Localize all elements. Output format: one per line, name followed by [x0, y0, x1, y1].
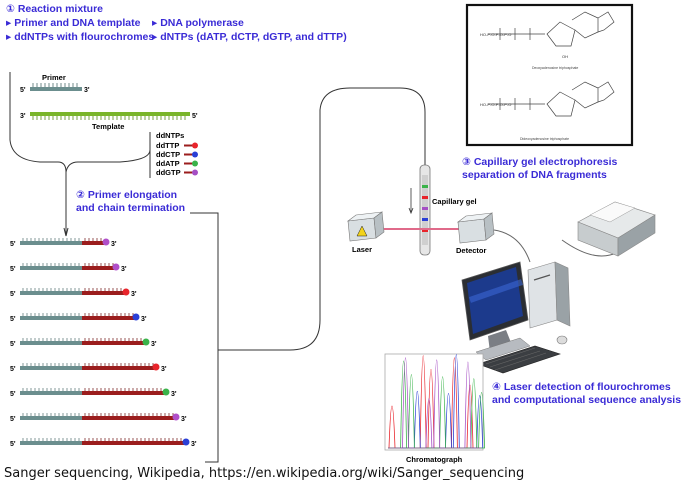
detector-label: Detector: [456, 246, 487, 255]
ddntp-legend-item: ddGTP: [156, 168, 181, 177]
fragment-ladder: 5' 3' 5' 3' 5' 3' 5' 3' 5' 3' 5' 3' 5' 3' 5' 3' 5' 3': [10, 238, 197, 448]
fragment-terminator: [102, 238, 110, 246]
svg-text:3': 3': [84, 87, 90, 94]
step1-item-4: ▸ dNTPs (dATP, dCTP, dGTP, and dTTP): [152, 31, 347, 43]
step1-item-3: ▸ DNA polymerase: [152, 17, 244, 29]
step1-title: Reaction mixture: [17, 3, 104, 15]
svg-text:5': 5': [10, 266, 16, 273]
fragment-terminator: [172, 413, 180, 421]
fragment-terminator: [132, 313, 140, 321]
primer-label: Primer: [42, 73, 66, 82]
svg-text:3': 3': [151, 341, 157, 348]
svg-text:3': 3': [20, 113, 26, 120]
computer-monitor-icon: [461, 261, 531, 361]
chromatograph-label: Chromatograph: [406, 455, 463, 464]
legend-dot: [192, 151, 198, 158]
step1-item-1: ▸ Primer and DNA template: [6, 17, 141, 29]
dideoxy-caption: Dideoxyadenosine triphosphate: [520, 137, 569, 141]
fragment-terminator: [152, 363, 160, 371]
dna-fragment: 5' 3': [10, 288, 137, 298]
template-strand: 3' 5' Template: [20, 112, 198, 131]
fragment-terminator: [182, 438, 190, 446]
svg-text:5': 5': [10, 241, 16, 248]
step2-label: ② Primer elongation and chain terminatio…: [76, 189, 186, 214]
chromatograph-panel: Chromatograph: [384, 353, 486, 464]
mouse-icon: [556, 335, 568, 345]
capillary-tube: Capillary gel: [408, 164, 477, 256]
svg-text:5': 5': [10, 291, 16, 298]
deoxy-caption: Deoxyadenosine triphosphate: [532, 66, 578, 70]
step3-label: ③ Capillary gel electrophoresis separati…: [462, 156, 618, 181]
printer-icon: [577, 201, 656, 257]
svg-text:OH: OH: [562, 54, 568, 59]
laser-label: Laser: [352, 245, 372, 254]
dna-fragment: 5' 3': [10, 263, 127, 273]
fragment-terminator: [122, 288, 130, 296]
fragment-terminator: [112, 263, 120, 271]
dna-fragment: 5' 3': [10, 438, 197, 448]
step1-item-2: ▸ ddNTPs with flourochromes: [6, 31, 155, 43]
svg-text:5': 5': [10, 391, 16, 398]
fragment-terminator: [162, 388, 170, 396]
step1-heading: ① Reaction mixture: [6, 3, 103, 15]
svg-text:HO-P-O-P-O-P-O: HO-P-O-P-O-P-O: [480, 102, 511, 107]
svg-text:3': 3': [191, 441, 197, 448]
figure-caption: Sanger sequencing, Wikipedia, https://en…: [4, 466, 525, 481]
ddntp-legend-item: ddTTP: [156, 141, 179, 150]
ddntp-legend-item: ddATP: [156, 159, 180, 168]
svg-text:5': 5': [10, 341, 16, 348]
svg-text:3': 3': [171, 391, 177, 398]
svg-text:3': 3': [181, 416, 187, 423]
ddntp-legend-item: ddCTP: [156, 150, 180, 159]
svg-text:5': 5': [192, 113, 198, 120]
dna-fragment: 5' 3': [10, 238, 117, 248]
keyboard-icon: [477, 345, 561, 374]
svg-text:5': 5': [20, 87, 26, 94]
computer-tower-icon: [527, 261, 571, 329]
step1-number: ①: [6, 3, 15, 15]
svg-text:3': 3': [141, 316, 147, 323]
chromatogram-trace: [388, 357, 481, 449]
svg-text:3': 3': [111, 241, 117, 248]
svg-text:HO-P-O-P-O-P-O: HO-P-O-P-O-P-O: [480, 32, 511, 37]
ddntp-legend-title: ddNTPs: [156, 131, 184, 140]
legend-dot: [192, 142, 198, 149]
legend-dot: [192, 169, 198, 176]
fragment-terminator: [142, 338, 150, 346]
primer-strand: 5' 3' Primer: [20, 73, 90, 94]
detector-device: Detector: [456, 212, 495, 255]
capillary-gel-label: Capillary gel: [432, 197, 477, 206]
dna-fragment: 5' 3': [10, 363, 167, 373]
svg-text:3': 3': [121, 266, 127, 273]
nucleotide-structures-panel: HO-P-O-P-O-P-O OH Deoxyadenosine triphos…: [465, 3, 634, 147]
dna-fragment: 5' 3': [10, 413, 187, 423]
svg-text:5': 5': [10, 316, 16, 323]
merge-bracket: [9, 72, 151, 237]
step4-label: ④ Laser detection of flourochromes and c…: [492, 381, 682, 406]
legend-dot: [192, 160, 198, 167]
connector-to-capillary: [190, 87, 426, 463]
dna-fragment: 5' 3': [10, 313, 147, 323]
chromatogram-trace: [388, 360, 486, 449]
svg-text:3': 3': [161, 366, 167, 373]
svg-text:3': 3': [131, 291, 137, 298]
dna-fragment: 5' 3': [10, 338, 157, 348]
svg-text:5': 5': [10, 441, 16, 448]
svg-text:5': 5': [10, 416, 16, 423]
dna-fragment: 5' 3': [10, 388, 177, 398]
template-label: Template: [92, 122, 124, 131]
svg-text:5': 5': [10, 366, 16, 373]
laser-device: Laser: [346, 211, 385, 254]
